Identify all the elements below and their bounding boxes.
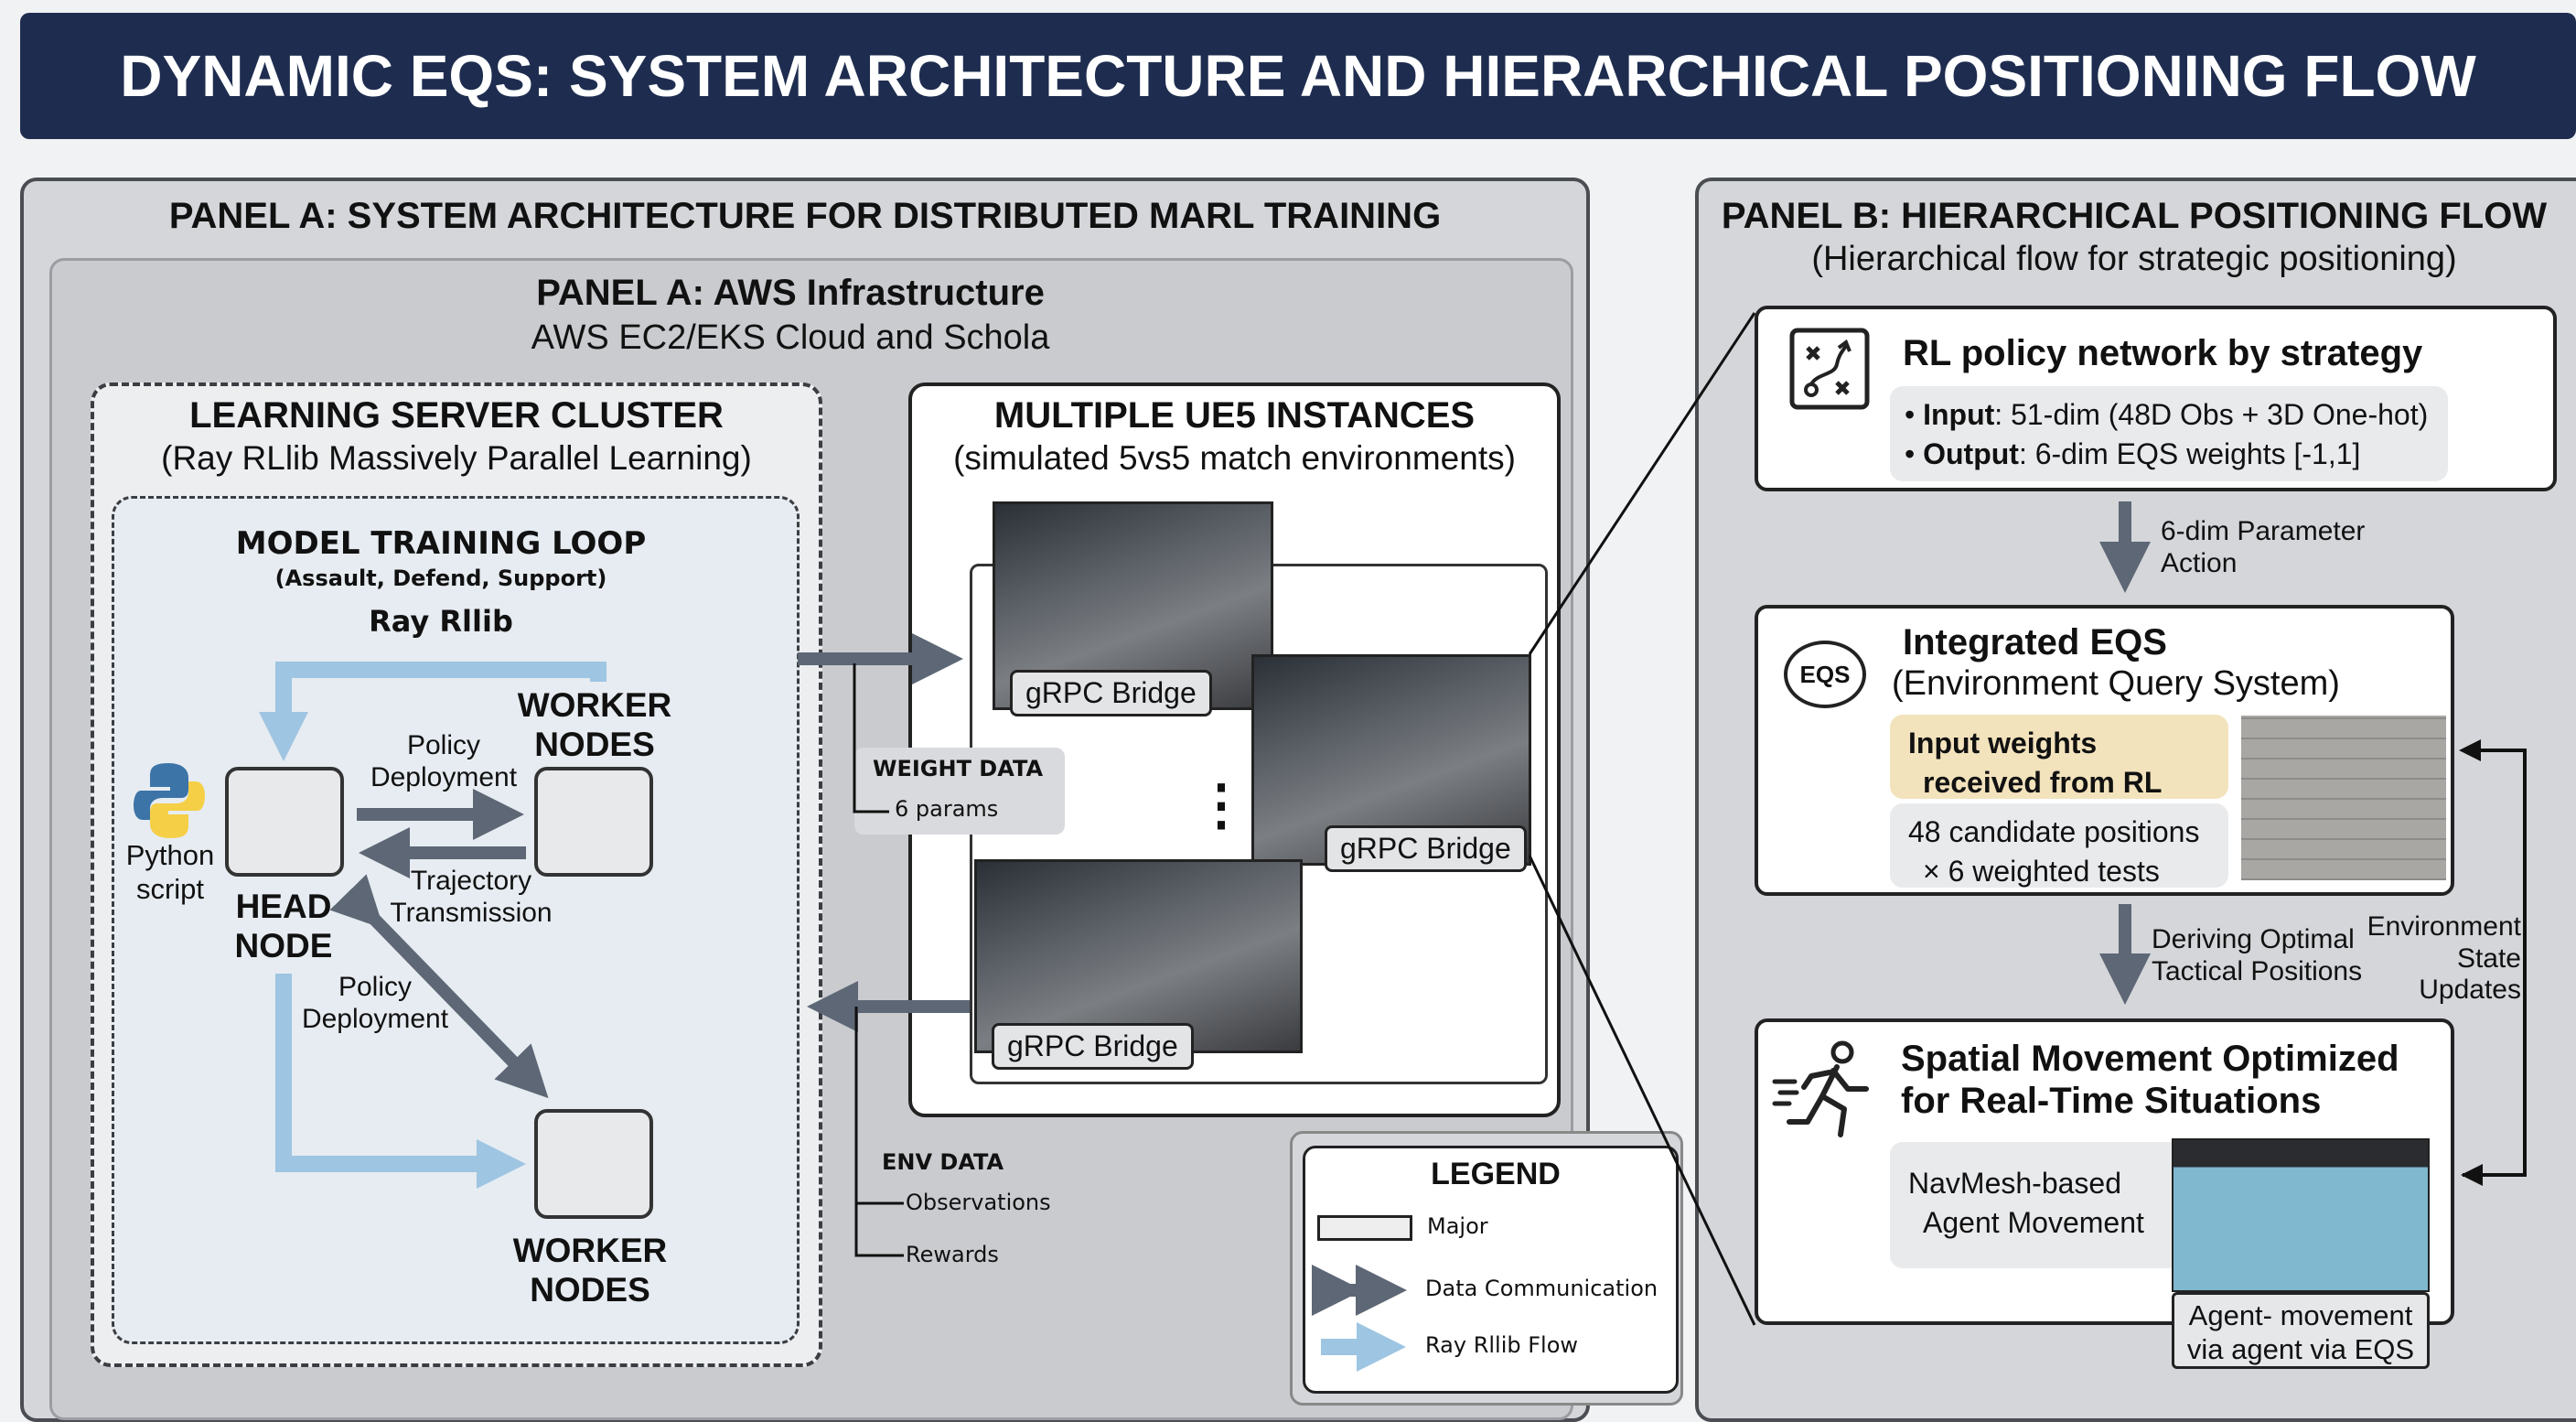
- legend-data-comm-label: Data Communication: [1425, 1276, 1658, 1301]
- aws-title: PANEL A: AWS Infrastructure: [536, 273, 1045, 313]
- env-data-bracket: [854, 1007, 904, 1257]
- weight-data-title: WEIGHT DATA: [873, 756, 1044, 781]
- eqs-icon: EQS: [1784, 641, 1866, 708]
- rl-output-label: Output: [1923, 437, 2019, 471]
- rl-input-label: Input: [1923, 398, 1995, 431]
- rl-input-value: : 51-dim (48D Obs + 3D One-hot): [1994, 398, 2429, 431]
- eqs-debug-screenshot: [2241, 716, 2446, 880]
- movement-bullet: NavMesh-based Agent Movement: [1890, 1142, 2183, 1268]
- cluster-title: LEARNING SERVER CLUSTER: [189, 395, 724, 436]
- ue5-subtitle: (simulated 5vs5 match environments): [953, 439, 1516, 477]
- loop-title: MODEL TRAINING LOOP: [235, 525, 647, 562]
- panel-a-title: PANEL A: SYSTEM ARCHITECTURE FOR DISTRIB…: [168, 196, 1442, 236]
- eqs-candidates-text: 48 candidate positions × 6 weighted test…: [1908, 815, 2200, 889]
- python-logo-icon: [134, 763, 205, 838]
- legend-major-label: Major: [1427, 1213, 1488, 1239]
- arrow1-label: 6-dim Parameter Action: [2161, 516, 2366, 578]
- weight-data-box: [854, 748, 1065, 835]
- rl-output-value: : 6-dim EQS weights [-1,1]: [2018, 437, 2361, 471]
- weight-data-bracket: [853, 663, 889, 813]
- python-label: Python script: [125, 839, 215, 906]
- movement-title: Spatial Movement Optimized for Real-Time…: [1901, 1039, 2399, 1121]
- legend-title: LEGEND: [1431, 1157, 1561, 1191]
- feedback-label: Environment State Updates: [2367, 911, 2521, 1005]
- env-data-rewards: Rewards: [906, 1242, 999, 1267]
- feedback-arrow: [2459, 739, 2527, 1177]
- loop-subtitle: (Assault, Defend, Support): [274, 566, 607, 591]
- policy-deployment-label: Policy Deployment: [370, 730, 518, 792]
- ray-flow-arrow-bottom: [275, 974, 526, 1189]
- zoom-line-bottom: [1528, 855, 1756, 1326]
- eqs-candidates: 48 candidate positions × 6 weighted test…: [1890, 803, 2228, 888]
- strategy-play-icon: [1789, 328, 1870, 410]
- grpc-bridge-label: gRPC Bridge: [992, 1023, 1194, 1070]
- zoom-line-top: [1528, 312, 1756, 655]
- navmesh-screenshot: [2172, 1138, 2430, 1292]
- panel-b-title: PANEL B: HIERARCHICAL POSITIONING FLOW: [1721, 196, 2548, 236]
- weight-data-item: 6 params: [895, 796, 999, 822]
- eqs-subtitle: (Environment Query System): [1892, 664, 2340, 703]
- head-node-label: HEAD NODE: [234, 888, 333, 964]
- rl-output-item: • Output: 6-dim EQS weights [-1,1]: [1905, 437, 2361, 471]
- arrow2-label: Deriving Optimal Tactical Positions: [2152, 924, 2363, 986]
- env-data-observations: Observations: [906, 1190, 1051, 1215]
- legend-major-swatch: [1317, 1215, 1412, 1241]
- eqs-title: Integrated EQS: [1903, 622, 2167, 663]
- panel-b-subtitle: (Hierarchical flow for strategic positio…: [1811, 240, 2457, 278]
- rl-io-list: • Input: 51-dim (48D Obs + 3D One-hot) •…: [1890, 386, 2448, 481]
- running-person-icon: [1772, 1040, 1869, 1137]
- worker-nodes-bottom-label: WORKER NODES: [512, 1232, 668, 1309]
- ue5-title: MULTIPLE UE5 INSTANCES: [993, 395, 1476, 436]
- grpc-bridge-label: gRPC Bridge: [1010, 670, 1212, 716]
- movement-caption: Agent- movement via agent via EQS: [2172, 1292, 2430, 1369]
- worker-nodes-top-label: WORKER NODES: [517, 686, 672, 763]
- ray-flow-arrow-top: [259, 662, 606, 761]
- head-worker-bidirectional-arrow: [329, 874, 549, 1099]
- movement-bullet-text: NavMesh-based Agent Movement: [1908, 1167, 2144, 1240]
- legend-ray-flow-label: Ray Rllib Flow: [1425, 1332, 1579, 1358]
- main-title: DYNAMIC EQS: SYSTEM ARCHITECTURE AND HIE…: [20, 13, 2576, 139]
- env-data-title: ENV DATA: [882, 1149, 1004, 1175]
- worker-node-server-icon[interactable]: [534, 1109, 653, 1219]
- head-node-server-icon[interactable]: [225, 767, 344, 877]
- worker-node-server-icon[interactable]: [534, 767, 653, 877]
- more-instances-ellipsis: ⋮: [1194, 774, 1249, 835]
- cluster-subtitle: (Ray RLlib Massively Parallel Learning): [161, 439, 752, 477]
- rl-title: RL policy network by strategy: [1903, 333, 2423, 373]
- rl-input-item: • Input: 51-dim (48D Obs + 3D One-hot): [1905, 398, 2429, 431]
- aws-subtitle: AWS EC2/EKS Cloud and Schola: [531, 318, 1050, 357]
- grpc-bridge-label: gRPC Bridge: [1325, 825, 1527, 872]
- loop-framework: Ray Rllib: [369, 604, 513, 639]
